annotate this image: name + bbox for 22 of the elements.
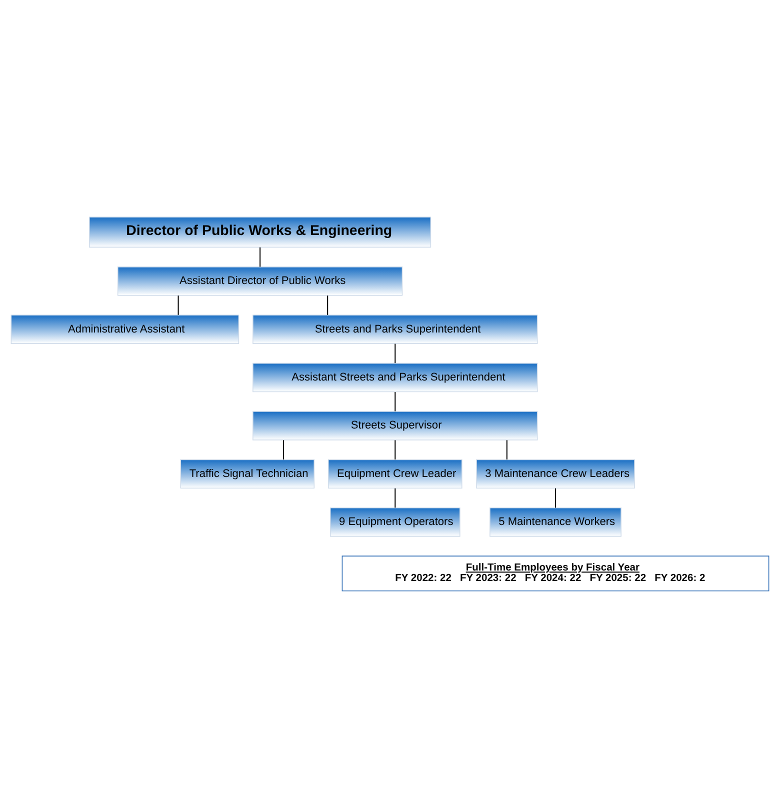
node-box: 9 Equipment Operators — [330, 508, 460, 537]
node-box: Streets Supervisor — [252, 411, 538, 440]
node-box: 3 Maintenance Crew Leaders — [476, 459, 635, 489]
connector — [394, 440, 396, 460]
connector — [394, 488, 396, 508]
connector — [178, 296, 179, 315]
connector — [394, 392, 396, 412]
node-box: Assistant Director of Public Works — [117, 266, 403, 296]
connector — [555, 488, 556, 508]
node-box: 5 Maintenance Workers — [490, 508, 622, 537]
node-box: Assistant Streets and Parks Superintendent — [252, 362, 538, 392]
connector — [327, 296, 328, 315]
node-box: Administrative Assistant — [10, 314, 240, 344]
node-box: Streets and Parks Superintendent — [252, 314, 538, 344]
node-box: Equipment Crew Leader — [328, 459, 462, 489]
node-box: Full-Time Employees by Fiscal Year FY 2022: 22 FY 2023: 22 FY 2024: 22 FY 2025: 22 FY 2026: 2 — [342, 556, 770, 592]
connector — [283, 440, 284, 460]
connector — [260, 247, 261, 267]
connector — [506, 440, 508, 460]
connector — [394, 344, 396, 364]
node-box: Traffic Signal Technician — [180, 459, 315, 489]
node-box: Director of Public Works & Engineering — [89, 216, 432, 248]
